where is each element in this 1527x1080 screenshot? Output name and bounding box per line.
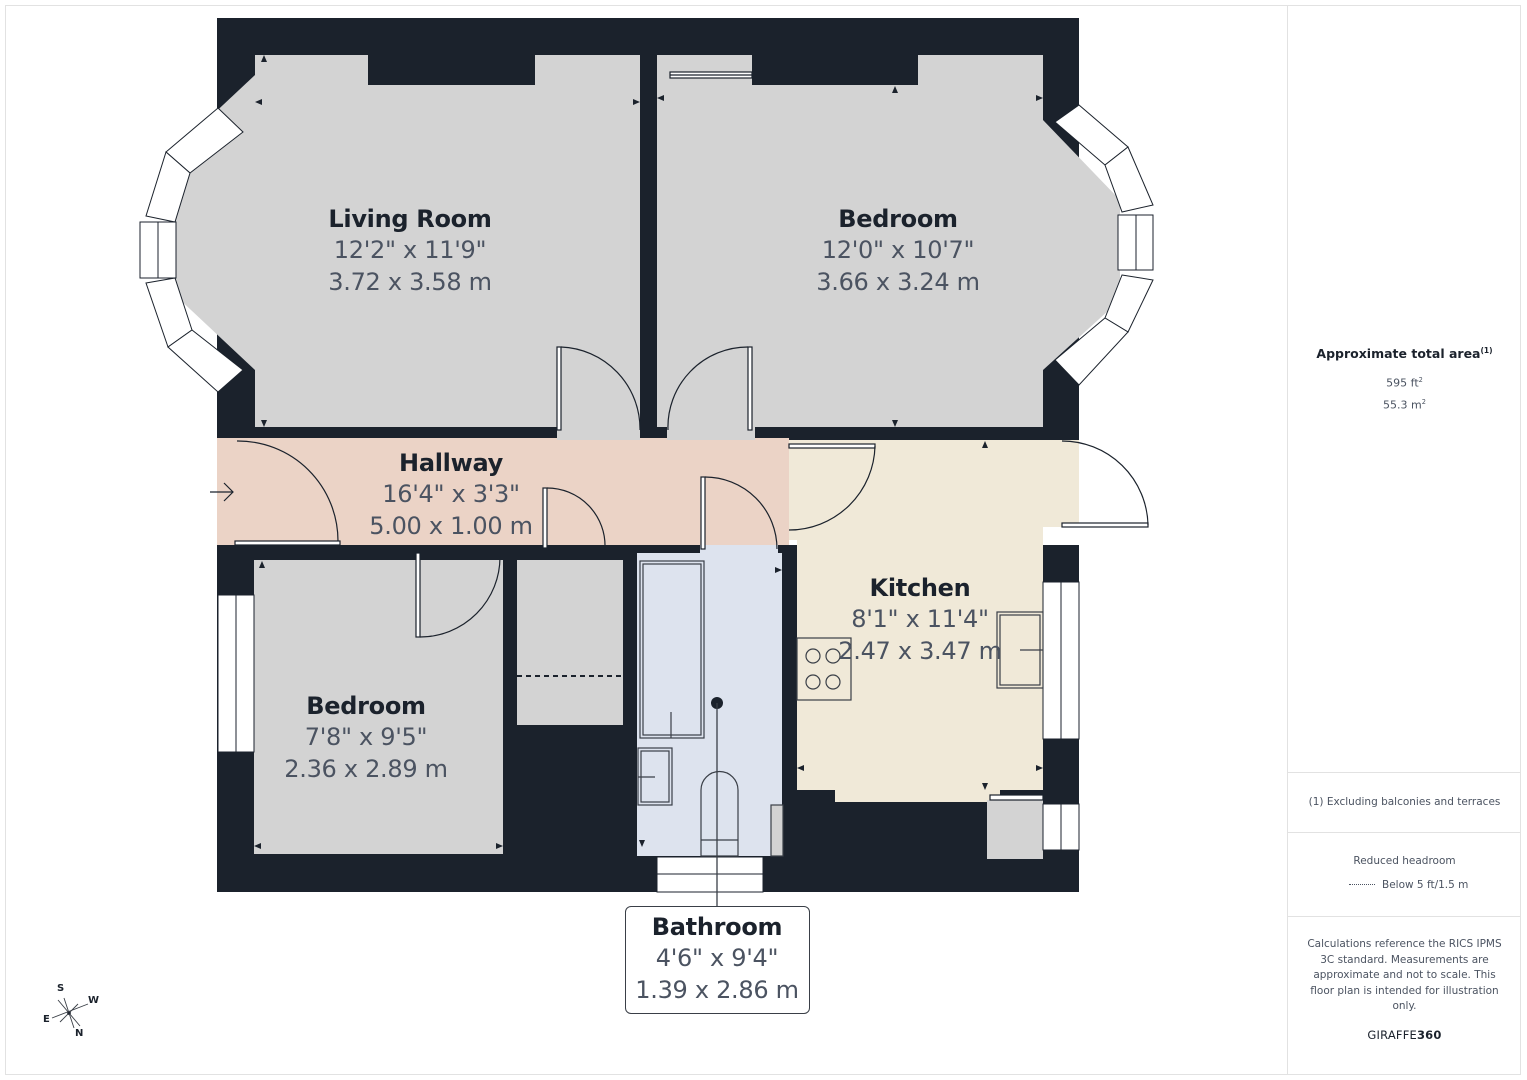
kitchen-fixtures	[796, 611, 1044, 701]
room-label-living-room: Living Room 12'2" x 11'9" 3.72 x 3.58 m	[328, 204, 492, 298]
headroom-title: Reduced headroom	[1353, 855, 1456, 867]
page-frame	[5, 5, 1521, 1075]
brand-bold: 360	[1416, 1028, 1442, 1042]
area-m-value: 55.3 m	[1383, 398, 1422, 412]
room-label-bedroom-2: Bedroom 7'8" x 9'5" 2.36 x 2.89 m	[284, 691, 448, 785]
living-room-bay-window	[139, 107, 244, 393]
room-dim-metric: 3.66 x 3.24 m	[816, 268, 980, 296]
floor-plan	[51, 18, 1154, 1029]
bathroom-callout-box	[625, 906, 810, 1014]
sidebar-divider	[1288, 916, 1521, 917]
room-label-hallway: Hallway 16'4" x 3'3" 5.00 x 1.00 m	[369, 448, 533, 542]
brand-light: GIRAFFE	[1367, 1028, 1417, 1042]
storage-floor	[517, 560, 623, 725]
room-label-bedroom-1: Bedroom 12'0" x 10'7" 3.66 x 3.24 m	[816, 204, 980, 298]
room-name: Hallway	[399, 449, 503, 477]
room-name: Kitchen	[869, 574, 971, 602]
area-footnote: (1) Excluding balconies and terraces	[1308, 796, 1501, 808]
room-label-kitchen: Kitchen 8'1" x 11'4" 2.47 x 3.47 m	[838, 573, 1002, 667]
room-label-bathroom: Bathroom 4'6" x 9'4" 1.39 x 2.86 m	[635, 912, 799, 1006]
room-dim-metric: 1.39 x 2.86 m	[635, 976, 799, 1004]
area-title: Approximate total area(1)	[1288, 346, 1521, 361]
room-dim-imperial: 7'8" x 9'5"	[304, 723, 428, 751]
living-room-floor	[175, 55, 640, 428]
bedroom-2-window	[217, 594, 255, 753]
bathroom-callout-leader	[711, 697, 723, 906]
room-dim-metric: 3.72 x 3.58 m	[328, 268, 492, 296]
area-m-sup: 2	[1421, 398, 1426, 406]
panel-divider	[1287, 5, 1288, 1075]
sidebar-divider	[1288, 772, 1521, 773]
room-dim-imperial: 8'1" x 11'4"	[851, 605, 989, 633]
bedroom-2-floor	[254, 560, 503, 854]
room-dim-metric: 5.00 x 1.00 m	[369, 512, 533, 540]
cupboard-floor	[987, 800, 1043, 859]
measurement-markers	[254, 55, 1043, 849]
entrance-arrow-icon	[210, 482, 234, 502]
brand-logo: GIRAFFE360	[1288, 1028, 1521, 1042]
compass-west: W	[88, 995, 100, 1006]
area-ft-sup: 2	[1418, 376, 1423, 384]
headroom-legend: Below 5 ft/1.5 m	[1382, 879, 1469, 891]
room-dim-imperial: 12'2" x 11'9"	[333, 236, 487, 264]
headroom-dotted-line-icon	[1349, 884, 1375, 885]
bedroom-1-floor	[657, 55, 1120, 430]
room-name: Bathroom	[651, 913, 783, 941]
kitchen-window	[1042, 581, 1080, 851]
bathroom-window	[656, 856, 764, 893]
area-ft-value: 595 ft	[1386, 376, 1419, 390]
room-dim-imperial: 12'0" x 10'7"	[821, 236, 975, 264]
room-name: Bedroom	[306, 692, 426, 720]
room-dim-metric: 2.36 x 2.89 m	[284, 755, 448, 783]
compass-icon	[51, 997, 89, 1029]
disclaimer: Calculations reference the RICS IPMS 3C …	[1307, 938, 1502, 1012]
compass-east: E	[43, 1014, 50, 1025]
area-ft: 595 ft2	[1288, 372, 1521, 392]
compass-north: N	[75, 1028, 84, 1039]
compass-south: S	[57, 983, 65, 994]
hallway-floor	[217, 438, 789, 545]
room-name: Living Room	[328, 205, 492, 233]
area-title-text: Approximate total area	[1316, 346, 1481, 362]
kitchen-floor	[789, 440, 1079, 802]
room-dim-imperial: 4'6" x 9'4"	[655, 944, 779, 972]
doors	[234, 71, 1149, 801]
room-dim-imperial: 16'4" x 3'3"	[382, 480, 520, 508]
bathroom-fixtures	[637, 560, 784, 857]
bedroom-1-bay-window	[1054, 104, 1154, 386]
area-m: 55.3 m2	[1288, 394, 1521, 414]
bathroom-floor	[637, 553, 782, 856]
sidebar-divider	[1288, 832, 1521, 833]
room-name: Bedroom	[838, 205, 958, 233]
room-dim-metric: 2.47 x 3.47 m	[838, 637, 1002, 665]
area-footnote-mark: (1)	[1480, 346, 1493, 355]
